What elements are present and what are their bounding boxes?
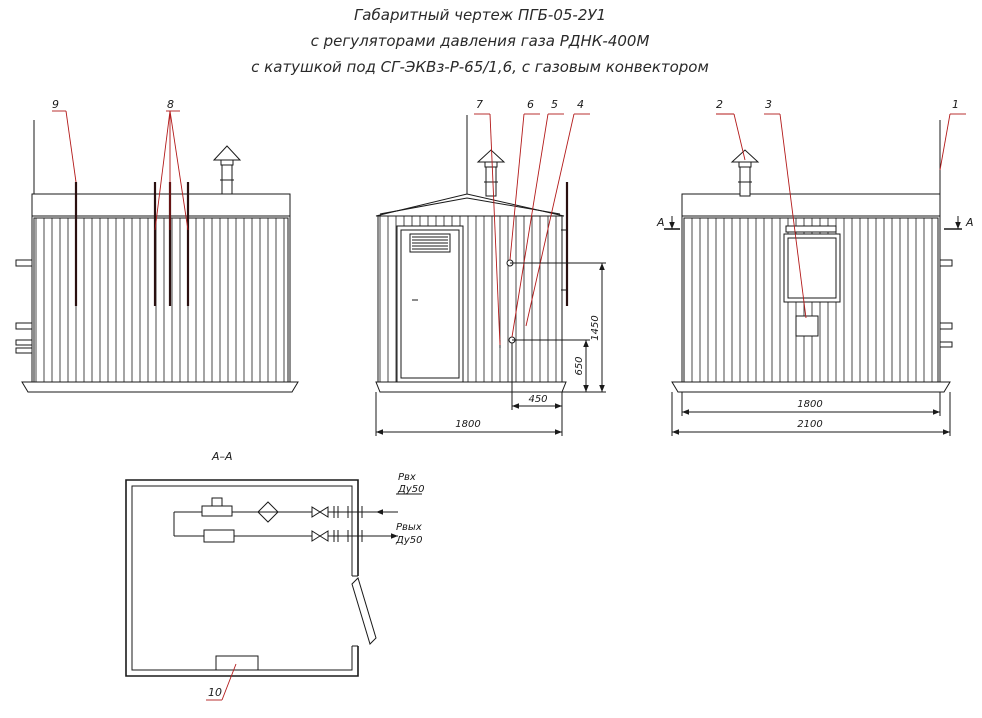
section-mark-left-label: А: [656, 216, 665, 229]
callout-8: 8: [154, 98, 189, 231]
section-mark-right: А: [944, 216, 974, 230]
left-side-view: [15, 120, 299, 393]
dimension-1800-front: 1800: [455, 419, 480, 430]
drawing-title-line1: Габаритный чертеж ПГБ-05-2У1: [354, 6, 606, 24]
callout-7: 7: [474, 98, 501, 346]
outlet-pressure-label: Рвых: [396, 522, 422, 533]
inlet-pressure-label: Рвх: [398, 472, 416, 483]
outlet-diameter-label: Ду50: [395, 535, 422, 546]
section-plan: [125, 479, 398, 677]
callout-4-label: 4: [577, 98, 584, 111]
callout-9: 9: [52, 98, 77, 183]
callout-1-label: 1: [952, 98, 959, 111]
callout-2-label: 2: [716, 98, 723, 111]
callout-5: 5: [511, 98, 564, 338]
callout-6: 6: [509, 98, 540, 261]
callout-9-label: 9: [52, 98, 59, 111]
section-title: А–А: [211, 450, 233, 463]
callout-10-label: 10: [208, 686, 222, 699]
dimension-1800-side: 1800: [797, 399, 822, 410]
callout-5-label: 5: [551, 98, 558, 111]
dimension-1450: 1450: [590, 315, 601, 340]
callout-4: 4: [525, 98, 590, 327]
callout-10: 10: [206, 663, 237, 701]
right-side-view: [671, 120, 953, 393]
callout-8-label: 8: [167, 98, 174, 111]
callout-1: 1: [939, 98, 966, 171]
section-mark-left: А: [656, 216, 680, 230]
dimension-650: 650: [574, 356, 585, 375]
inlet-diameter-label: Ду50: [397, 484, 424, 495]
section-mark-right-label: А: [965, 216, 974, 229]
right-view-dimensions: 1800 2100: [671, 392, 951, 436]
dimension-450: 450: [528, 394, 547, 405]
callout-3-label: 3: [765, 98, 772, 111]
dimension-2100: 2100: [797, 419, 822, 430]
front-end-view: [375, 115, 569, 393]
drawing-title-line2: с регуляторами давления газа РДНК-400М: [311, 32, 650, 50]
callout-6-label: 6: [527, 98, 534, 111]
callout-2: 2: [716, 98, 746, 161]
drawing-title-line3: с катушкой под СГ-ЭКВз-Р-65/1,6, с газов…: [251, 58, 709, 76]
callout-7-label: 7: [476, 98, 483, 111]
front-view-dimensions: 1450 650 450 1800: [375, 262, 606, 436]
callout-3: 3: [764, 98, 807, 319]
